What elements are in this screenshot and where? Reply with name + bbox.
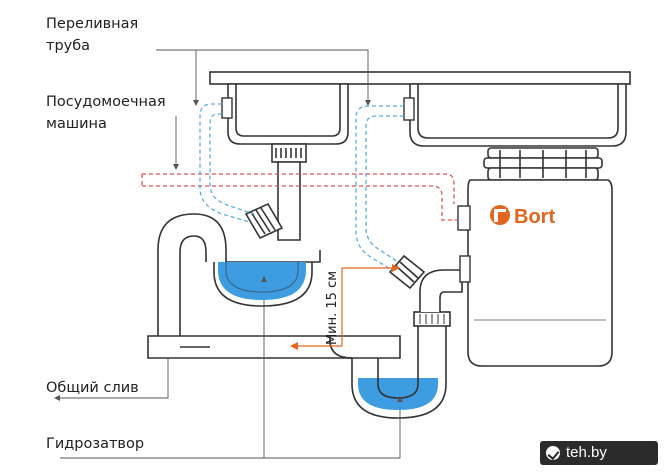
left-sink-bowl	[227, 83, 349, 145]
right-overflow-port	[403, 97, 415, 121]
min-height-label: Мин. 15 см	[325, 271, 340, 345]
right-sink-bowl	[409, 83, 627, 147]
common-drain-label: Общий слив	[46, 380, 139, 396]
sink-countertop	[209, 71, 631, 85]
overflow-pipe-label-line1: Переливная	[46, 16, 139, 32]
dimension-arrowheads	[290, 264, 400, 350]
leader-arrowheads	[54, 100, 403, 402]
right-siphon	[329, 269, 463, 419]
overflow-hose-right	[355, 105, 404, 271]
left-overflow-port	[221, 97, 233, 119]
overflow-pipe-label-line2: труба	[46, 38, 91, 54]
dishwasher-label-line2: машина	[46, 116, 107, 132]
dishwasher-label-line1: Посудомоечная	[46, 94, 166, 110]
left-side-inlet	[244, 202, 284, 240]
right-side-inlet	[388, 254, 426, 290]
bort-wordmark: Bort	[514, 206, 555, 228]
disposer-unit	[467, 147, 613, 367]
bort-logo-mark	[490, 205, 510, 225]
left-drain-neck	[271, 143, 307, 241]
watermark-text: teh.by	[566, 444, 607, 461]
leader-lines	[60, 49, 401, 459]
common-drain-pipe	[147, 335, 401, 359]
water-seal-label: Гидрозатвор	[46, 436, 145, 452]
overflow-hose-left	[199, 103, 255, 223]
checkmark-icon	[546, 446, 560, 460]
disposer-outlet-port	[459, 255, 471, 283]
height-dimension	[298, 267, 392, 347]
right-water-seal	[358, 378, 438, 410]
dishwasher-hose	[141, 173, 458, 221]
disposer-dishwasher-port	[457, 205, 471, 231]
watermark-badge: teh.by	[540, 441, 658, 465]
